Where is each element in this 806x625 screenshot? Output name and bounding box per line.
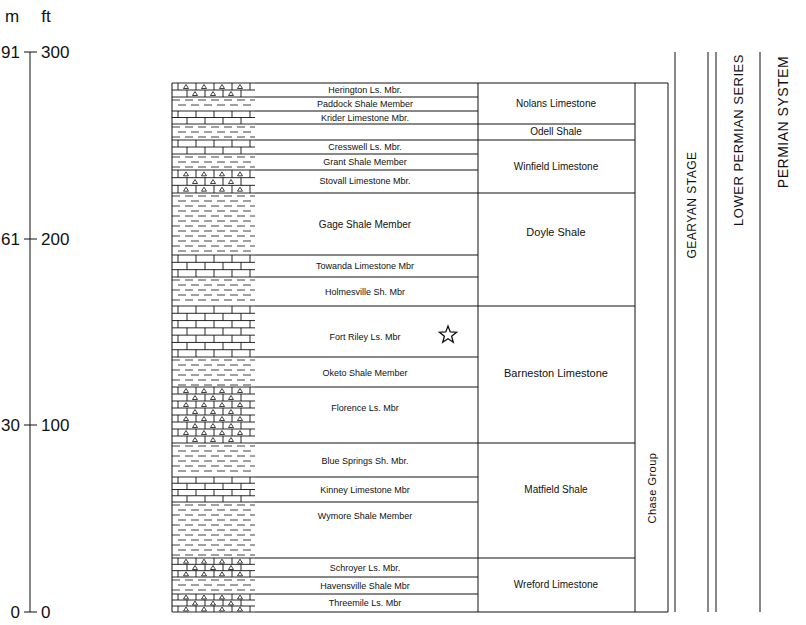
member-name: Havensville Shale Mbr <box>319 582 411 591</box>
star-symbol <box>439 326 456 342</box>
member-name: Gage Shale Member <box>318 220 412 230</box>
scale-number: 61 <box>0 231 21 248</box>
member-name: Holmesville Sh. Mbr <box>324 288 406 297</box>
unit-label: m <box>4 8 20 25</box>
member-name: Herington Ls. Mbr. <box>327 86 403 95</box>
scale-number: 100 <box>40 417 70 434</box>
formation-name: Wreford Limestone <box>513 580 599 590</box>
system-name: PERMIAN SYSTEM <box>776 55 790 189</box>
member-name: Stovall Limestone Mbr. <box>318 177 411 186</box>
formation-name: Nolans Limestone <box>515 99 597 109</box>
member-name: Paddock Shale Member <box>316 100 414 109</box>
scale-number: 91 <box>0 44 21 61</box>
member-name: Threemile Ls. Mbr <box>328 599 403 608</box>
member-name: Towanda Limestone Mbr <box>315 262 415 271</box>
scale-number: 300 <box>40 44 70 61</box>
stage-name: GEARYAN STAGE <box>686 150 698 259</box>
member-name: Grant Shale Member <box>322 158 408 167</box>
unit-label: ft <box>40 8 51 25</box>
member-name: Cresswell Ls. Mbr. <box>327 143 403 152</box>
formation-name: Barneston Limestone <box>503 368 609 379</box>
series-name: LOWER PERMIAN SERIES <box>732 53 745 227</box>
formation-name: Winfield Limestone <box>513 162 599 172</box>
member-name: Blue Springs Sh. Mbr. <box>320 457 409 466</box>
member-name: Fort Riley Ls. Mbr <box>328 333 401 342</box>
scale-number: 200 <box>40 231 70 248</box>
lithology-pattern <box>172 83 255 612</box>
member-name: Wymore Shale Member <box>317 512 413 521</box>
member-name: Schroyer Ls. Mbr. <box>329 564 402 573</box>
formation-name: Odell Shale <box>529 127 583 137</box>
member-name: Krider Limestone Mbr. <box>320 113 410 122</box>
scale-number: 0 <box>10 604 21 621</box>
scale-number: 30 <box>0 417 21 434</box>
group-name: Chase Group <box>646 452 657 525</box>
member-name: Florence Ls. Mbr <box>330 404 400 413</box>
member-name: Oketo Shale Member <box>321 369 408 378</box>
formation-name: Doyle Shale <box>525 227 586 238</box>
formation-name: Matfield Shale <box>523 485 588 495</box>
scale-number: 0 <box>40 604 51 621</box>
member-name: Kinney Limestone Mbr <box>319 486 411 495</box>
column-lines <box>24 52 760 612</box>
